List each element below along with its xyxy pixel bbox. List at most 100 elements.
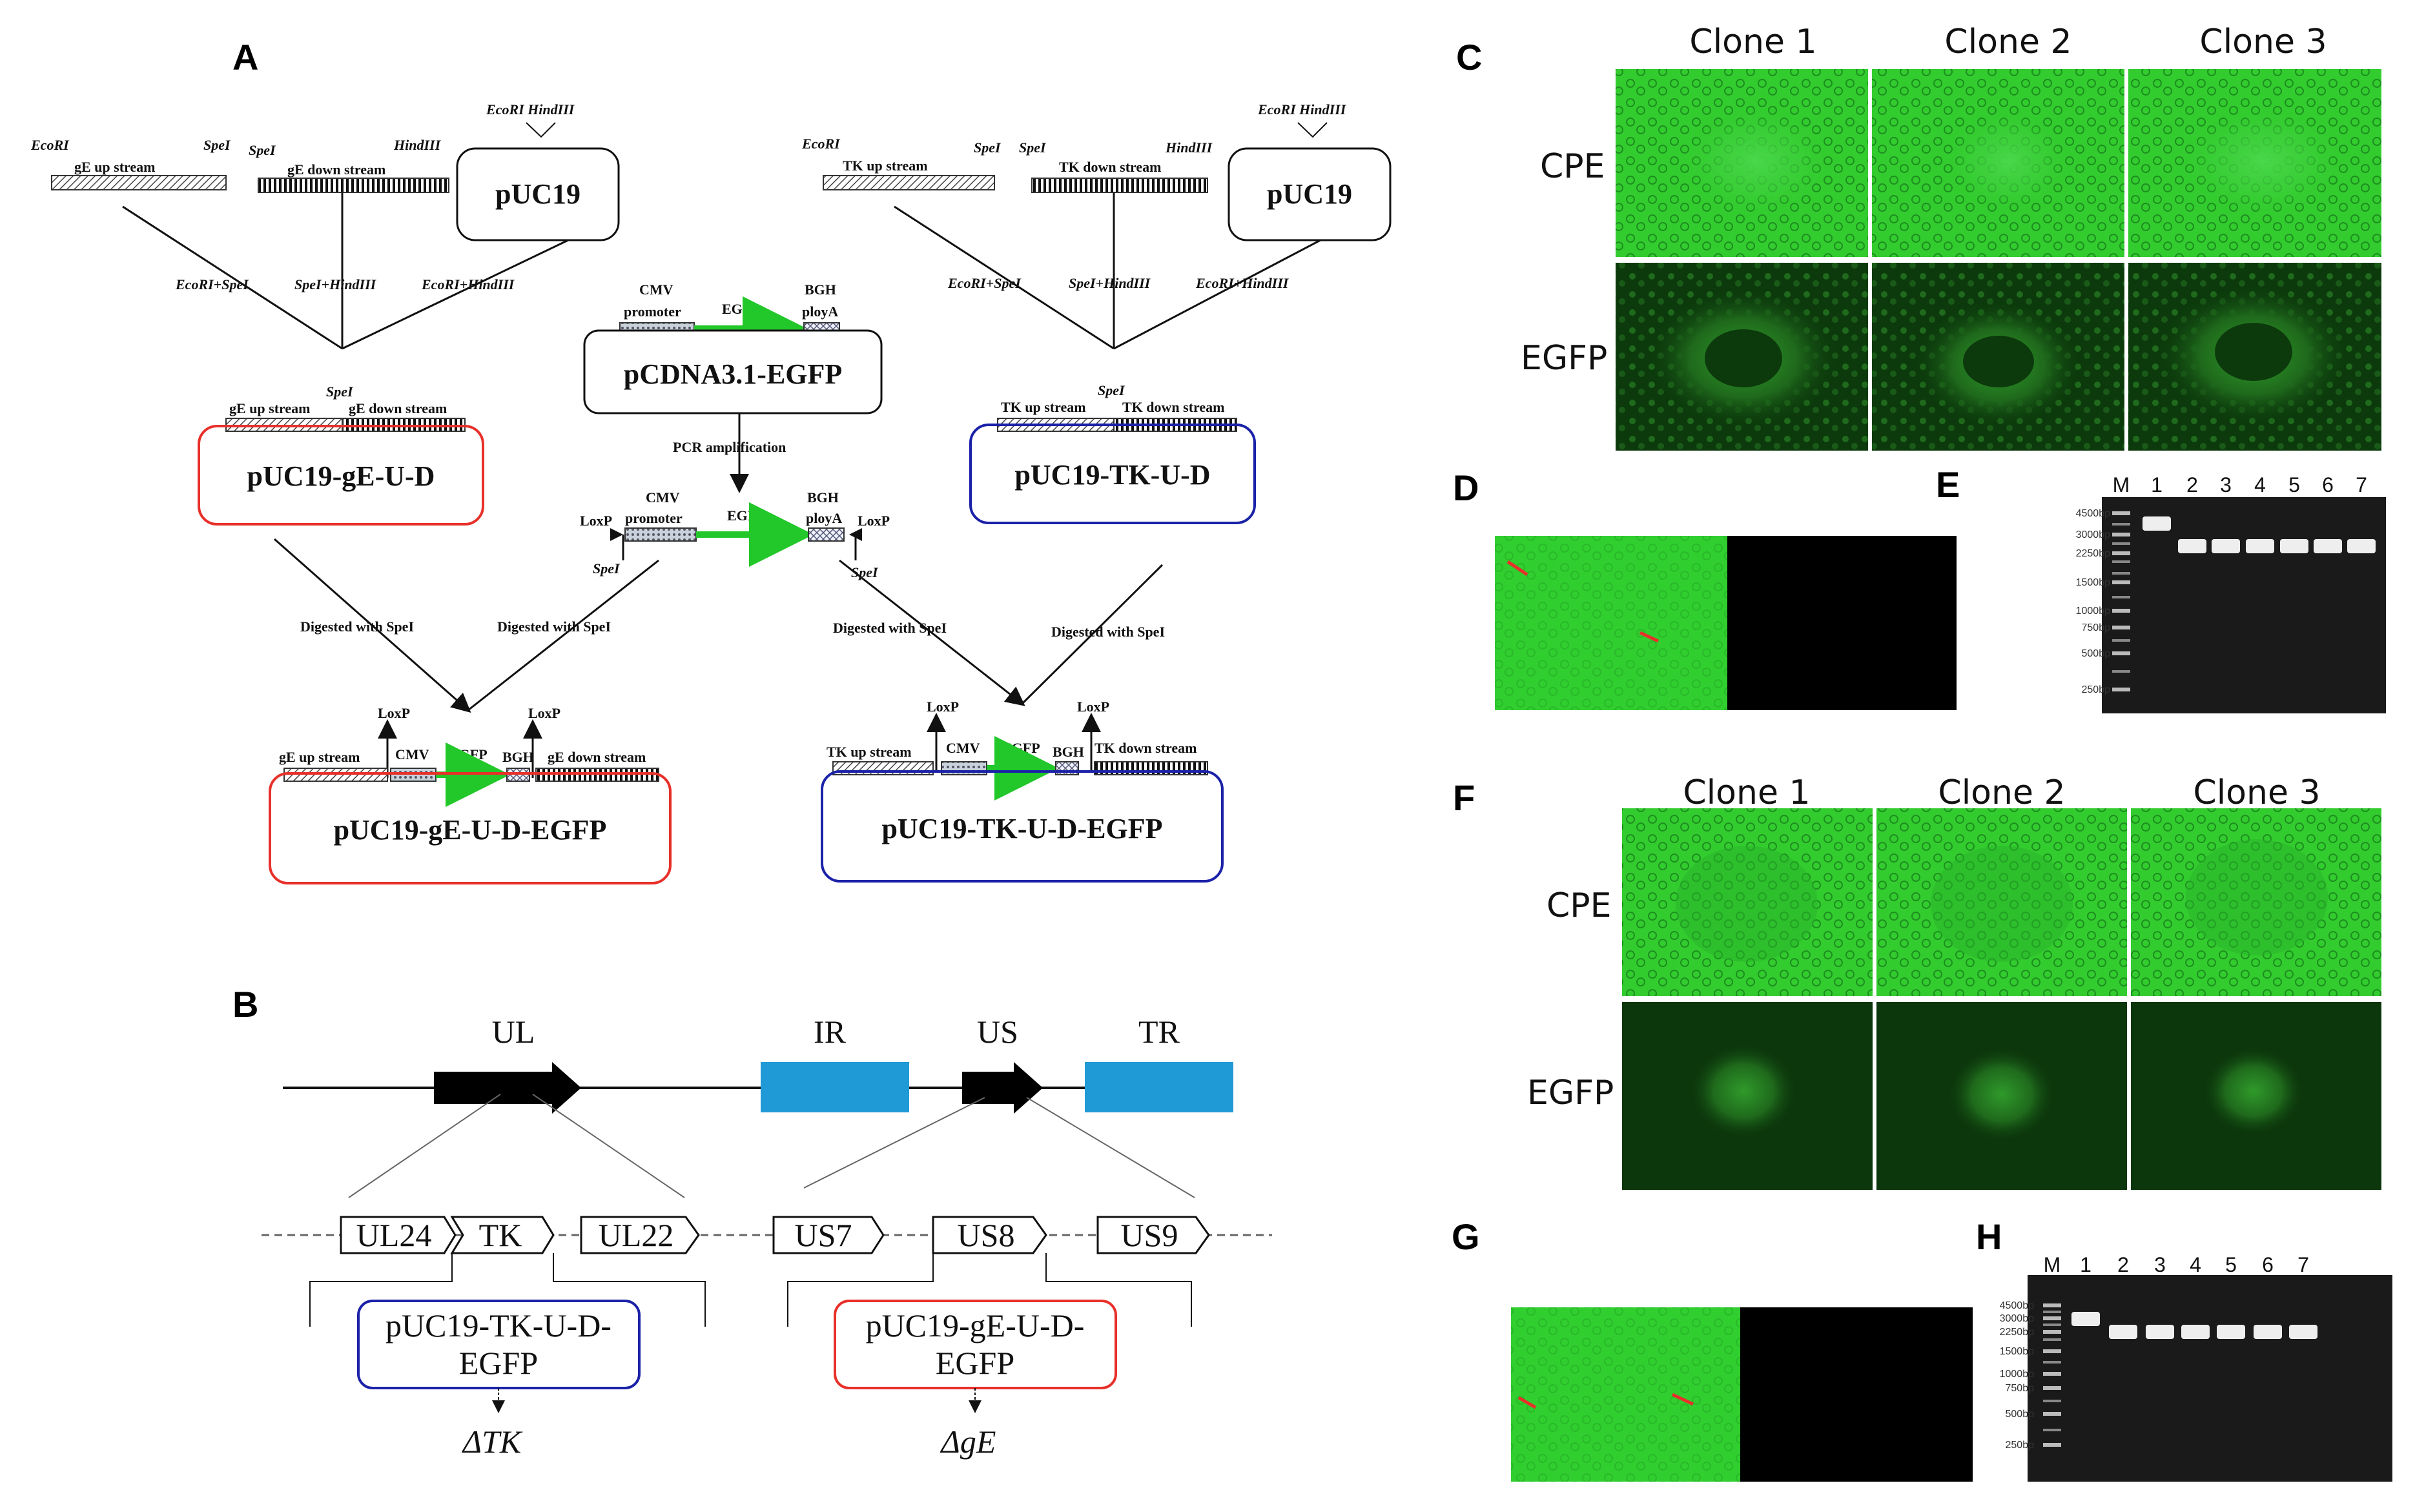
gelH-band-lane-6: [2254, 1325, 2282, 1339]
svg-text:UL24: UL24: [356, 1217, 432, 1253]
c-clone-2: Clone 2: [1944, 23, 2071, 61]
gelH-lane-label-7: 7: [2297, 1253, 2309, 1276]
gelE-lane-label-1: 1: [2151, 473, 2163, 496]
gelH-band-lane-4: [2181, 1325, 2210, 1339]
loxp-ge-1: LoxP: [378, 705, 410, 721]
ge-construct-line1: pUC19-gE-U-D-: [866, 1307, 1085, 1343]
g-arrow-2: [1671, 1393, 1694, 1406]
gelH-lane-label-4: 4: [2190, 1253, 2201, 1276]
gelH-ladder-label-7: 250bp: [2006, 1440, 2035, 1451]
cmv-label-tk: CMV: [946, 740, 980, 756]
gelH-ladder-band-5: [2043, 1386, 2061, 1390]
gelE-ladder-label-4: 1000bp: [2076, 606, 2110, 617]
loxp-ge-2: LoxP: [528, 705, 560, 721]
c-clone-3: Clone 3: [2199, 23, 2327, 61]
tk-down-label-3: TK down stream: [1094, 740, 1197, 756]
gene-tk: TK: [450, 1216, 555, 1254]
gelH-band-lane-3: [2146, 1325, 2174, 1339]
gelE-ladder-band-3: [2112, 580, 2130, 584]
us-arrow: [962, 1062, 1043, 1114]
gelE-lane-label-M: M: [2113, 473, 2130, 496]
gelE-ladder-label-6: 500bp: [2082, 648, 2111, 659]
ploya-label-top: ployA: [802, 303, 838, 320]
gelE-ladder-band-6: [2112, 651, 2130, 655]
hindiii-label-ge: HindIII: [393, 137, 442, 153]
gelE-band-lane-7: [2347, 539, 2376, 553]
gelE-ladder-band-1: [2112, 533, 2130, 536]
gelH-band-lane-7: [2289, 1325, 2317, 1339]
panel-F: F Clone 1 Clone 2 Clone 3 CPE EGFP: [1453, 773, 2384, 1192]
gelH-ladder-minor-0: [2043, 1311, 2061, 1313]
ge-up-label-2: gE up stream: [229, 400, 311, 416]
spei-label-mid-left: SpeI: [593, 560, 621, 577]
pcdna-box: [583, 329, 883, 414]
puc19-box-right: [1228, 147, 1392, 241]
gelH-band-lane-1: [2071, 1312, 2100, 1326]
tk-up-fragment: [823, 175, 995, 190]
svg-text:US7: US7: [795, 1217, 852, 1253]
f-row-egfp: EGFP: [1527, 1074, 1614, 1112]
delta-tk: ΔTK: [462, 1424, 523, 1460]
ge-up-label: gE up stream: [74, 159, 156, 175]
gelH-lane-label-6: 6: [2262, 1253, 2274, 1276]
ge-down-label: gE down stream: [287, 161, 385, 178]
gelE-ladder-band-2: [2112, 551, 2130, 555]
gelH-ladder-band-7: [2043, 1443, 2061, 1447]
puc19-tk-ud-egfp-label: pUC19-TK-U-D-EGFP: [881, 813, 1162, 844]
puc19-label-right: pUC19: [1267, 178, 1352, 210]
gelH-ladder-minor-4: [2043, 1400, 2061, 1402]
gelH-ladder-label-3: 1500bp: [2000, 1346, 2034, 1357]
gelH-ladder-label-4: 1000bp: [2000, 1369, 2034, 1380]
delta-ge: ΔgE: [940, 1424, 996, 1460]
egfp-label-top: EGFP: [722, 301, 760, 317]
panel-C: C Clone 1 Clone 2 Clone 3 CPE EGFP: [1456, 23, 2384, 453]
gelH-ladder-band-1: [2043, 1316, 2061, 1320]
gelH-ladder-label-0: 4500bp: [2000, 1300, 2034, 1311]
gelE-band-lane-4: [2246, 539, 2274, 553]
gelE-ladder-minor-6: [2112, 670, 2130, 673]
gelH-ladder-band-0: [2043, 1303, 2061, 1307]
gel-e: [2102, 497, 2386, 713]
cmv-label-top: CMV: [639, 281, 673, 298]
gelH-band-lane-2: [2109, 1325, 2137, 1339]
panel-label-C: C: [1456, 37, 1482, 77]
gelE-ladder-band-0: [2112, 511, 2130, 515]
panel-label-D: D: [1453, 467, 1479, 508]
gelH-ladder-band-2: [2043, 1330, 2061, 1334]
ecori-hindiii-label-right: EcoRI HindIII: [1257, 101, 1347, 117]
gene-us7: US7: [772, 1216, 885, 1254]
egfp-label-ge: EGFP: [449, 746, 488, 762]
gelH-ladder-label-2: 2250bp: [2000, 1327, 2034, 1338]
gelH-lane-label-1: 1: [2080, 1253, 2091, 1276]
bgh-label-top: BGH: [805, 281, 836, 298]
gelE-lane-label-2: 2: [2186, 473, 2198, 496]
svg-text:TK: TK: [479, 1217, 522, 1253]
f-egfp-clone-3: [2128, 999, 2384, 1192]
gelE-ladder-minor-0: [2112, 523, 2130, 526]
gelE-band-lane-3: [2212, 539, 2240, 553]
tk-construct-line1: pUC19-TK-U-D-: [385, 1307, 611, 1343]
digested-label-3: Digested with SpeI: [833, 620, 947, 636]
gelE-ladder-minor-1: [2112, 542, 2130, 545]
tk-down-label-2: TK down stream: [1122, 399, 1225, 415]
cmv-label-ge: CMV: [395, 746, 429, 762]
gene-us8: US8: [932, 1216, 1047, 1254]
gelE-ladder-label-0: 4500bp: [2076, 508, 2110, 519]
spei-label-ge-up: SpeI: [203, 137, 231, 153]
gelH-ladder-minor-2: [2043, 1338, 2061, 1341]
ecori-hindiii-label-left: EcoRI HindIII: [486, 101, 575, 117]
ecori-label-tk: EcoRI: [801, 136, 841, 152]
ge-down-label-2: gE down stream: [349, 400, 447, 416]
digest-ecori-hindiii-left: EcoRI+HindIII: [421, 276, 515, 292]
d-arrow-2: [1639, 631, 1660, 643]
gelH-ladder-label-5: 750bp: [2006, 1383, 2035, 1394]
puc19-ge-ud-egfp-label: pUC19-gE-U-D-EGFP: [334, 814, 607, 846]
cut-site-left: [526, 122, 556, 138]
panel-label-E: E: [1936, 464, 1960, 505]
gelE-lane-label-7: 7: [2356, 473, 2367, 496]
pcr-label: PCR amplification: [673, 439, 786, 455]
gelE-ladder-label-2: 2250bp: [2076, 548, 2110, 559]
tr-block: [1085, 1062, 1233, 1112]
puc19-tk-ud-box: [969, 424, 1256, 524]
